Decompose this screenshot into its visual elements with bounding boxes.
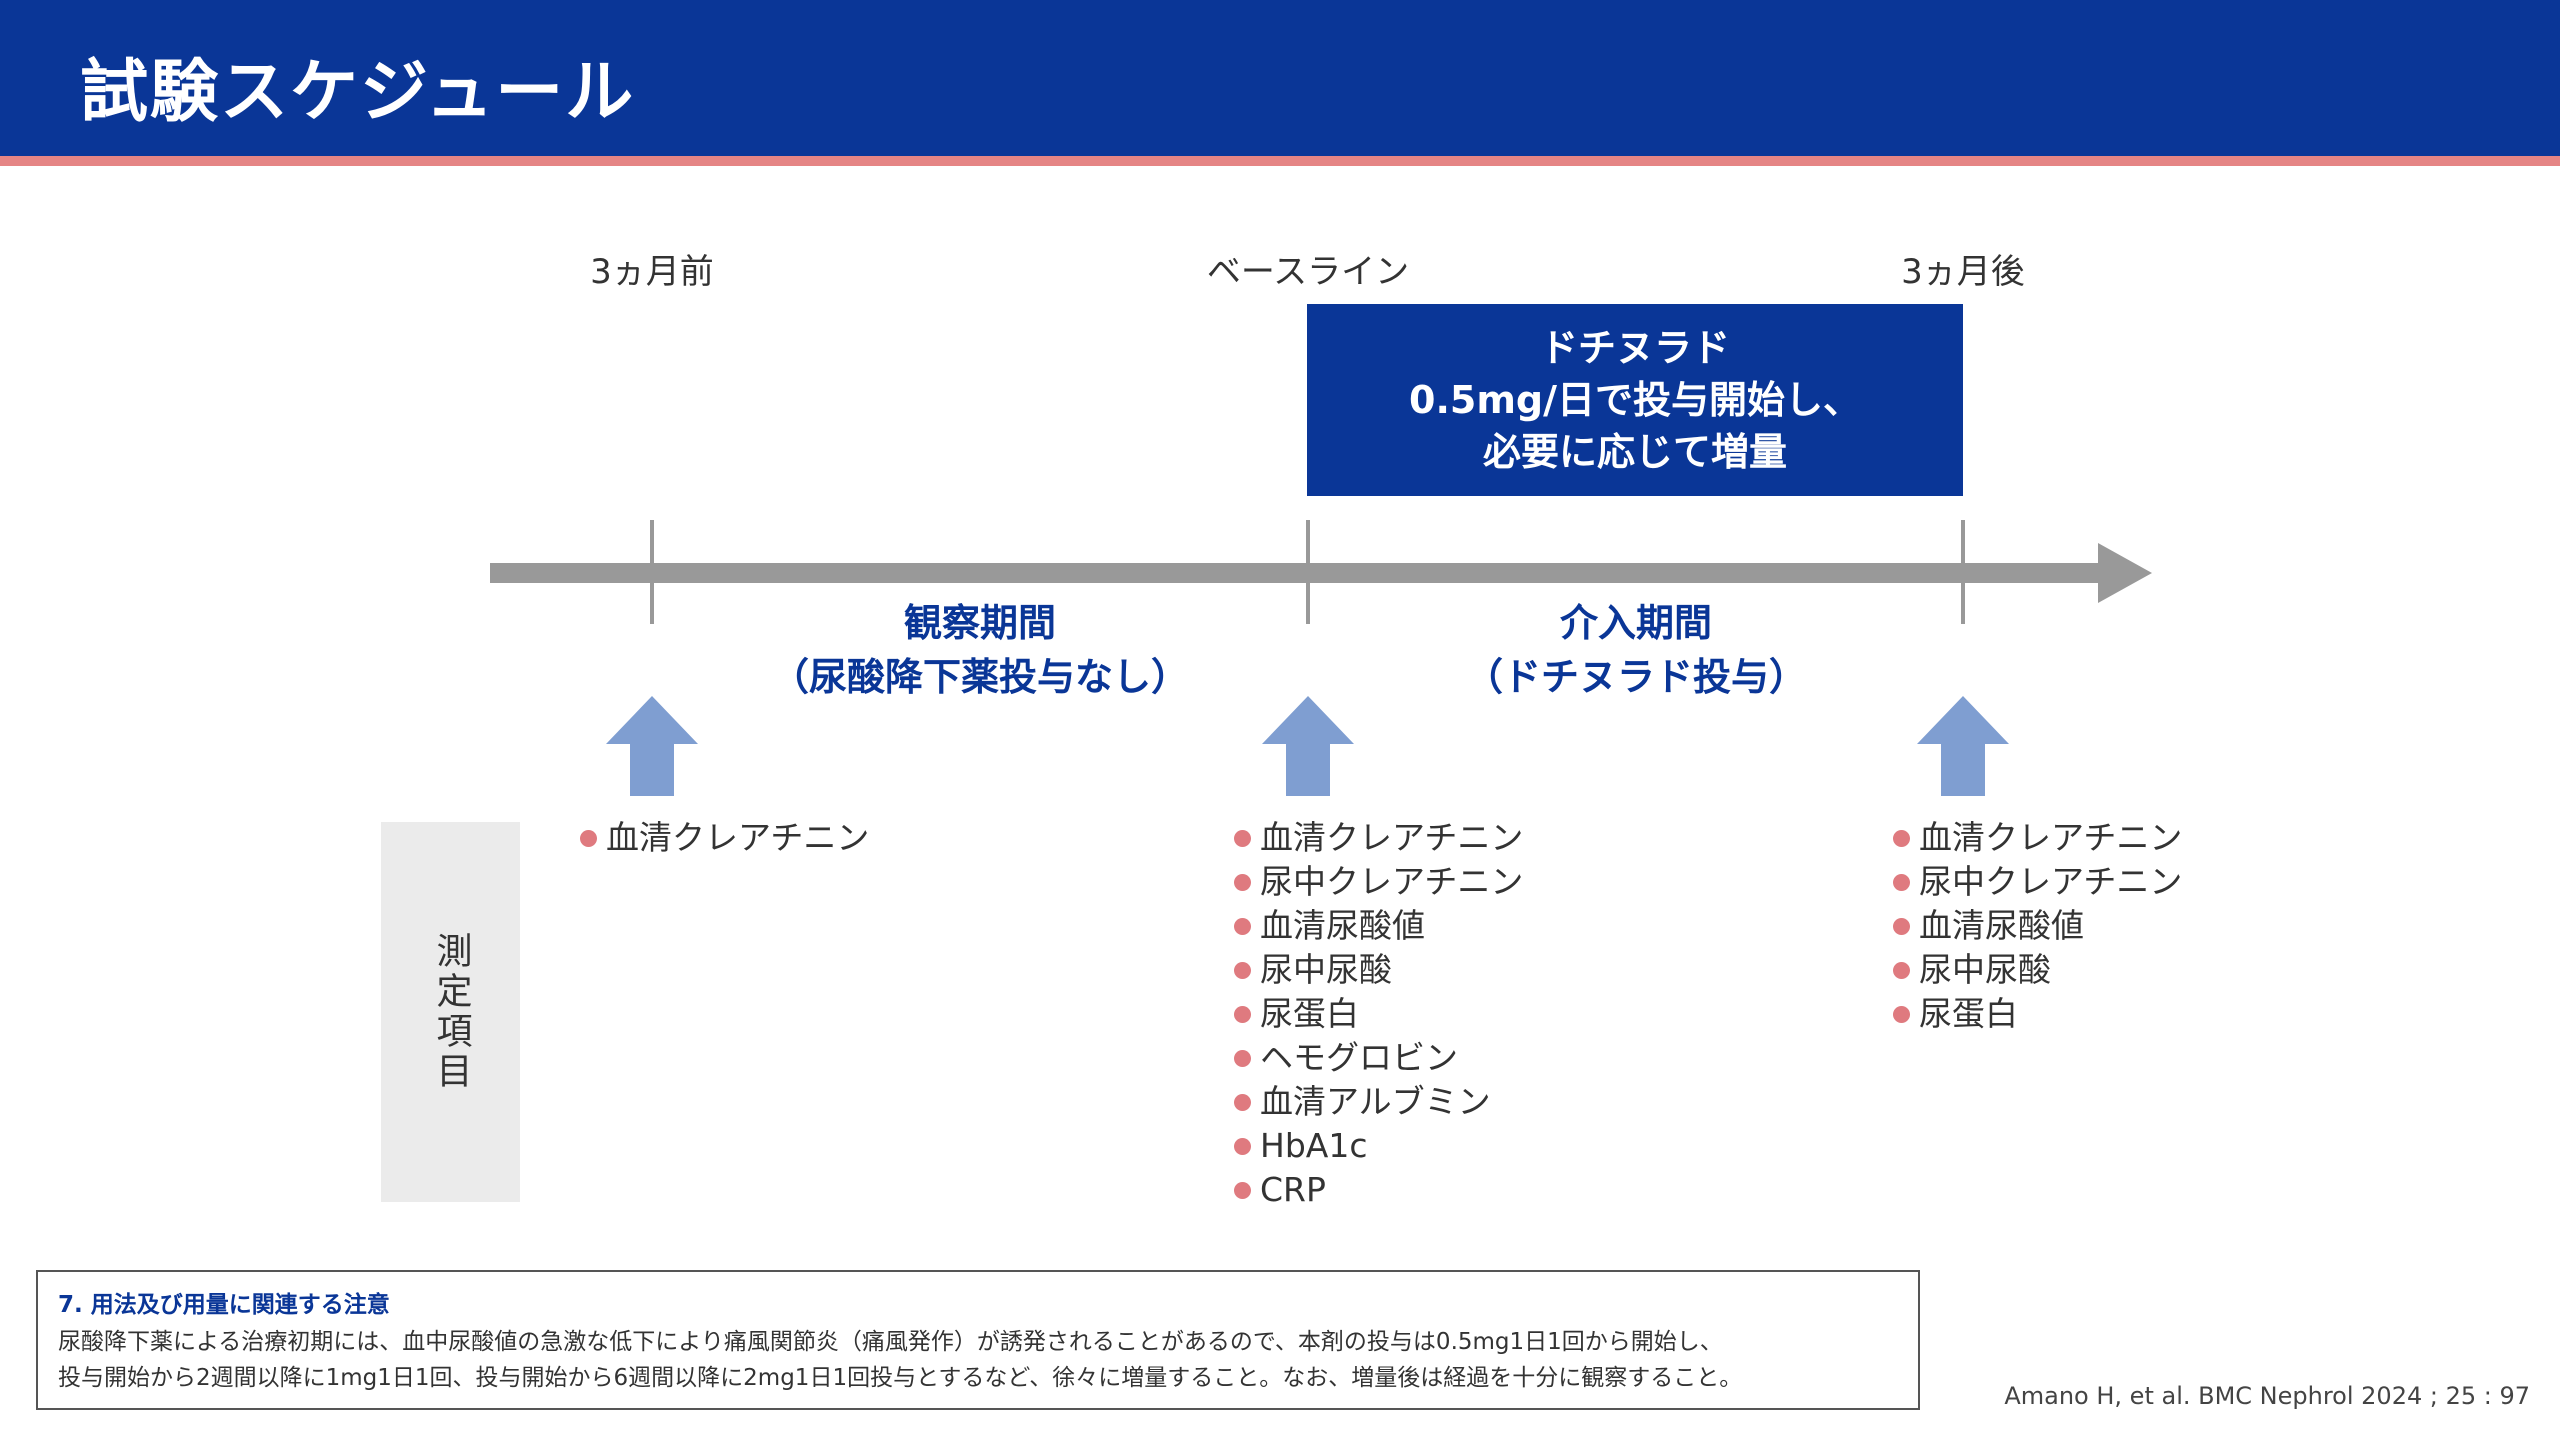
list-item: 血清アルブミン: [1234, 1080, 1523, 1124]
measurement-items-label: 測定項目: [430, 932, 472, 1092]
bullet-icon: [1234, 1049, 1251, 1067]
timeline: [490, 520, 2152, 624]
intervention-line-dose: 0.5mg/日で投与開始し、: [1409, 378, 1861, 422]
up-arrow-icon: [1917, 696, 2009, 796]
note-text-line: 尿酸降下薬による治療初期には、血中尿酸値の急激な低下により痛風関節炎（痛風発作）…: [58, 1329, 1723, 1355]
list-item: 尿蛋白: [1234, 992, 1523, 1036]
timepoint-label-3-months-before: 3ヵ月前: [590, 252, 714, 292]
bullet-icon: [1893, 873, 1910, 891]
list-item: 尿蛋白: [1893, 992, 2182, 1036]
observation-period-subtitle: （尿酸降下薬投与なし）: [770, 655, 1190, 699]
bullet-icon: [1893, 917, 1910, 935]
list-item: 血清クレアチニン: [580, 816, 869, 860]
list-item: 尿中クレアチニン: [1234, 860, 1523, 904]
up-arrow-icon: [606, 696, 698, 796]
intervention-line-drug: ドチヌラド: [1539, 326, 1730, 370]
page-title: 試験スケジュール: [80, 53, 636, 132]
timepoint-label-3-months-after: 3ヵ月後: [1901, 252, 2025, 292]
measurement-list-baseline: 血清クレアチニン 尿中クレアチニン 血清尿酸値 尿中尿酸 尿蛋白 ヘモグロビン …: [1234, 816, 1523, 1212]
intervention-box: ドチヌラド 0.5mg/日で投与開始し、 必要に応じて増量: [1307, 304, 1963, 496]
intervention-period-title: 介入期間: [1559, 601, 1713, 645]
timeline-bar: [490, 563, 2105, 583]
list-item: CRP: [1234, 1168, 1523, 1212]
list-item: ヘモグロビン: [1234, 1036, 1523, 1080]
observation-period-title: 観察期間: [903, 601, 1057, 645]
bullet-icon: [1893, 961, 1910, 979]
tick-baseline: [1306, 520, 1310, 624]
timepoint-label-baseline: ベースライン: [1206, 252, 1410, 292]
tick-3-months-before: [650, 520, 654, 624]
list-item: 血清尿酸値: [1893, 904, 2182, 948]
citation: Amano H, et al. BMC Nephrol 2024 ; 25 : …: [2004, 1382, 2530, 1410]
bullet-icon: [1234, 873, 1251, 891]
list-item: 尿中尿酸: [1234, 948, 1523, 992]
list-item: 血清クレアチニン: [1234, 816, 1523, 860]
bullet-icon: [1234, 917, 1251, 935]
bullet-icon: [1234, 1093, 1251, 1111]
measurement-list-3-months-after: 血清クレアチニン 尿中クレアチニン 血清尿酸値 尿中尿酸 尿蛋白: [1893, 816, 2182, 1036]
bullet-icon: [1234, 1137, 1251, 1155]
note-text-line: 投与開始から2週間以降に1mg1日1回、投与開始から6週間以降に2mg1日1回投…: [58, 1365, 1743, 1391]
measurement-items-side-box: 測定項目: [381, 822, 520, 1202]
header-bar: 試験スケジュール: [0, 0, 2560, 156]
intervention-period-subtitle: （ドチヌラド投与）: [1464, 655, 1808, 699]
measurement-list-3-months-before: 血清クレアチニン: [580, 816, 869, 860]
dosage-precaution-note: 7. 用法及び用量に関連する注意 尿酸降下薬による治療初期には、血中尿酸値の急激…: [36, 1270, 1920, 1410]
bullet-icon: [1234, 1005, 1251, 1023]
bullet-icon: [1234, 961, 1251, 979]
observation-period-label: 観察期間 （尿酸降下薬投与なし）: [771, 596, 1189, 704]
list-item: 尿中クレアチニン: [1893, 860, 2182, 904]
bullet-icon: [1893, 829, 1910, 847]
header-accent-stripe: [0, 156, 2560, 166]
list-item: 尿中尿酸: [1893, 948, 2182, 992]
bullet-icon: [1234, 829, 1251, 847]
up-arrow-icon: [1262, 696, 1354, 796]
tick-3-months-after: [1961, 520, 1965, 624]
bullet-icon: [580, 829, 597, 847]
list-item: HbA1c: [1234, 1124, 1523, 1168]
bullet-icon: [1893, 1005, 1910, 1023]
list-item: 血清尿酸値: [1234, 904, 1523, 948]
intervention-line-titration: 必要に応じて増量: [1482, 430, 1787, 474]
bullet-icon: [1234, 1181, 1251, 1199]
list-item: 血清クレアチニン: [1893, 816, 2182, 860]
timeline-arrowhead: [2098, 543, 2152, 603]
note-title: 7. 用法及び用量に関連する注意: [58, 1292, 390, 1318]
intervention-period-label: 介入期間 （ドチヌラド投与）: [1465, 596, 1807, 704]
